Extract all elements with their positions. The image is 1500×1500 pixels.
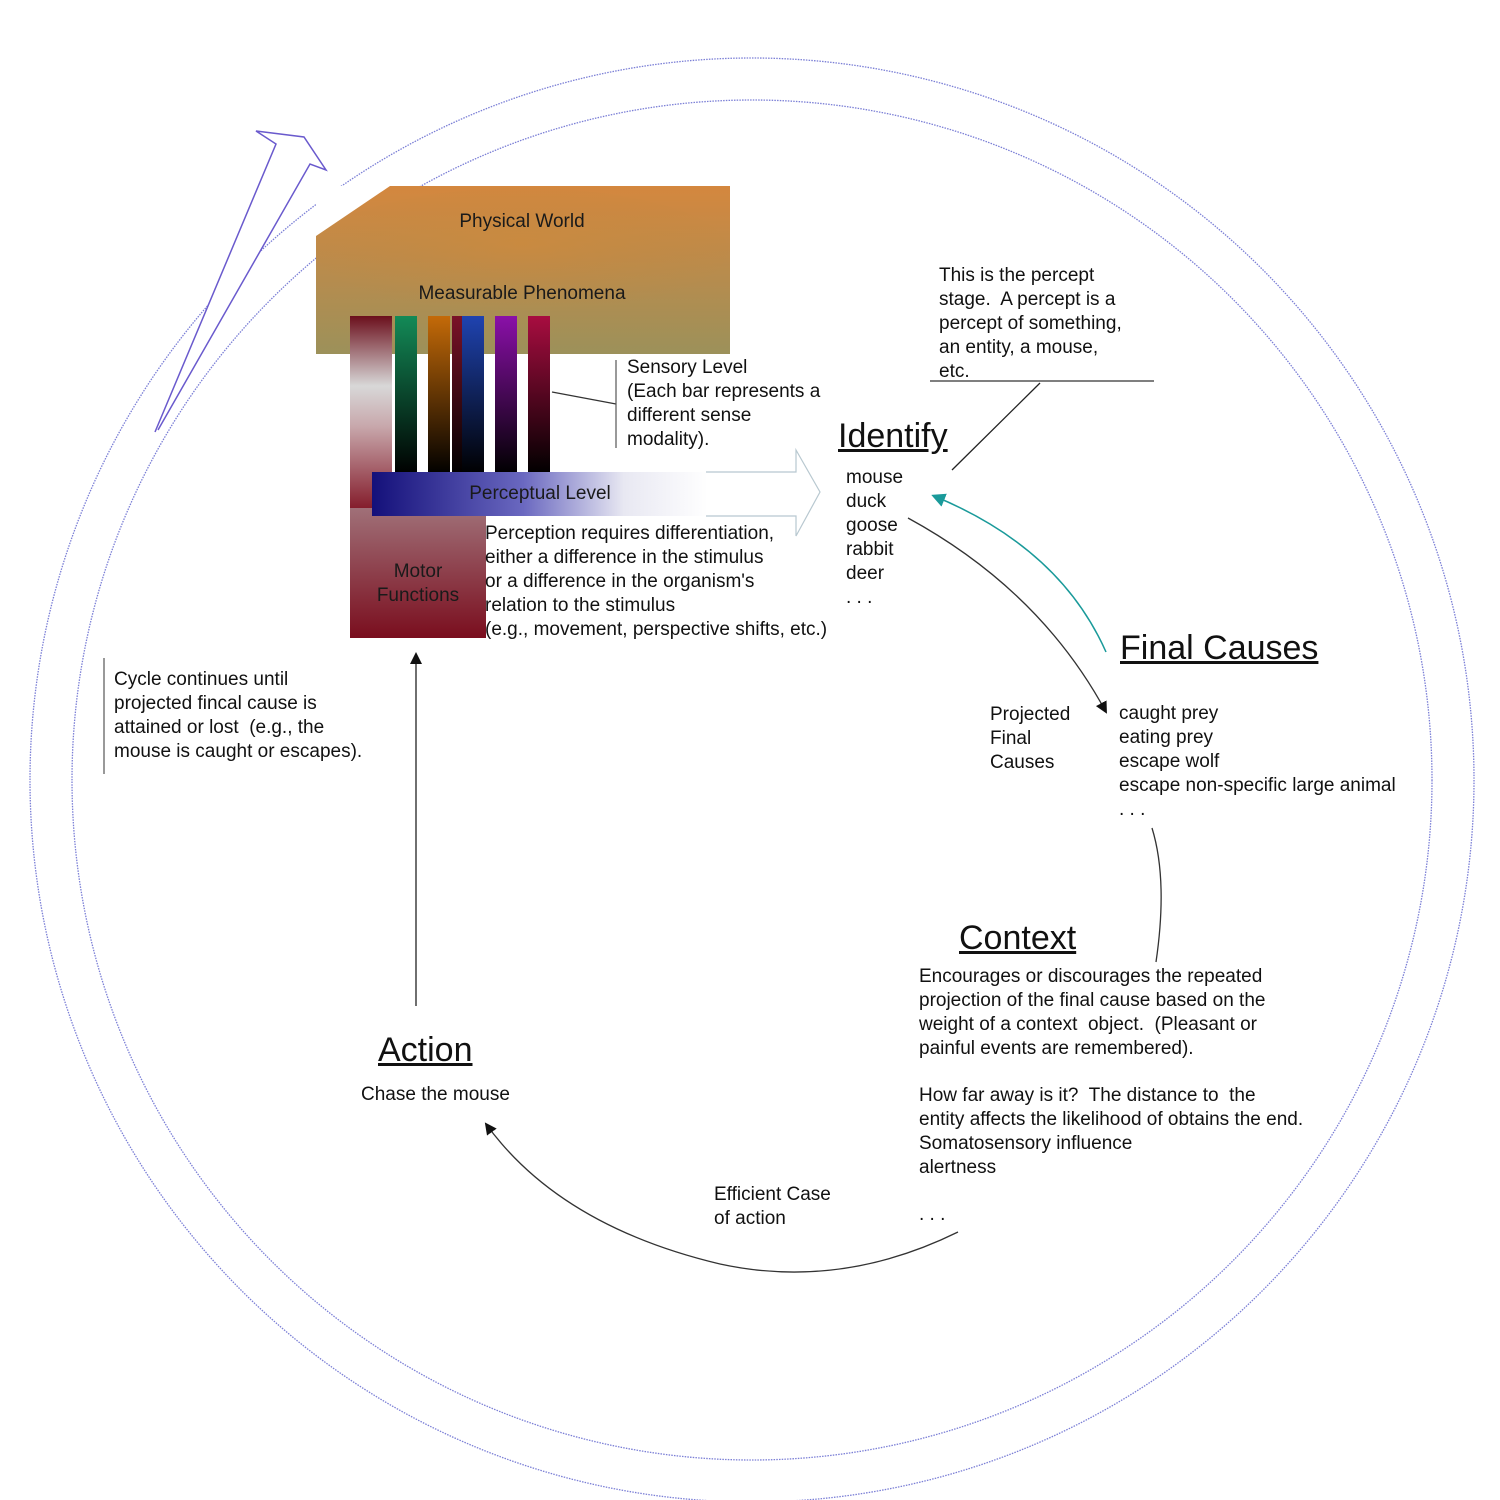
motor-label-line: Motor [393,561,443,582]
sensory-note-line: (Each bar represents a [627,381,821,402]
percept-note-line: etc. [939,361,970,382]
context-line [919,1061,1303,1084]
cycle-note-line: attained or lost (e.g., the [114,717,325,738]
perception-note-line: either a difference in the stimulus [485,547,764,568]
perception-note-line: or a difference in the organism's [485,571,755,592]
projected-label-line: Final [990,728,1032,749]
inner-cycle-ring [71,99,1433,1461]
context-line: painful events are remembered). [919,1038,1194,1059]
identify-heading: Identify [838,417,948,455]
identify-item: rabbit [846,539,894,560]
projected-final-causes-label: Projected Final Causes [990,703,1070,775]
physical-world-label: Physical World [459,211,585,232]
final-cause-item: eating prey [1119,727,1214,748]
action-heading: Action [378,1031,473,1069]
sensory-note-line: different sense [627,405,752,426]
sensory-bar-2 [428,316,450,474]
projected-label-line: Projected [990,704,1071,725]
context-description: Encourages or discourages the repeated p… [919,965,1303,1227]
final-cause-item: escape wolf [1119,751,1220,772]
cycle-continues-note: Cycle continues until projected fincal c… [114,668,362,764]
identify-item: goose [846,515,898,536]
cycle-note-line: projected fincal cause is [114,693,317,714]
sensory-bar-1 [395,316,417,474]
perceptual-arrow [372,447,821,537]
percept-stage-note: This is the percept stage. A percept is … [939,264,1122,384]
efficient-cause-label: Efficient Case of action [714,1183,831,1231]
outer-cycle-ring [29,57,1475,1500]
motor-functions-box [350,508,486,638]
percept-note-line: stage. A percept is a [939,289,1116,310]
percept-leader-line [951,382,1041,471]
perception-note-line: relation to the stimulus [485,595,676,616]
sensory-level-note: Sensory Level (Each bar represents a dif… [627,356,820,452]
arrow-final-causes-to-context [1151,827,1162,963]
arrow-final-causes-to-identify [931,493,1107,653]
motor-functions-label: Motor Functions [350,560,486,608]
efficient-cause-line: of action [714,1208,786,1229]
sensory-bars [395,316,550,474]
context-line: alertness [919,1157,997,1178]
cycle-arrowhead [154,130,328,433]
context-line: Encourages or discourages the repeated [919,966,1263,987]
context-heading: Context [959,919,1077,957]
identify-list: mouse duck goose rabbit deer . . . [846,466,903,610]
perception-note-line: (e.g., movement, perspective shifts, etc… [485,619,828,640]
projected-label-line: Causes [990,752,1055,773]
perception-note-line: Perception requires differentiation, [485,523,775,544]
motor-label-line: Functions [376,585,460,606]
cycle-note-line: mouse is caught or escapes). [114,741,363,762]
sensory-note-line: modality). [627,429,710,450]
action-subtitle: Chase the mouse [361,1084,510,1105]
identify-item: deer [846,563,885,584]
arrow-context-to-action [484,1122,959,1273]
identify-item: duck [846,491,887,512]
context-line: entity affects the likelihood of obtains… [919,1109,1304,1130]
context-line: . . . [919,1204,946,1225]
final-cause-item: escape non-specific large animal [1119,775,1396,796]
percept-note-line: This is the percept [939,265,1095,286]
sensory-leader-line [551,391,617,405]
sensory-bar-6 [528,316,550,474]
context-line: weight of a context object. (Pleasant or [919,1014,1257,1035]
context-line: Somatosensory influence [919,1133,1133,1154]
measurable-phenomena-label: Measurable Phenomena [418,283,626,304]
context-line [919,1180,1303,1203]
arrow-identify-to-final-causes [907,517,1107,714]
efficient-cause-line: Efficient Case [714,1184,831,1205]
identify-item: . . . [846,587,873,608]
cycle-note-line: Cycle continues until [114,669,289,690]
percept-note-line: percept of something, [939,313,1122,334]
final-cause-item: . . . [1119,799,1146,820]
final-causes-list: caught prey eating prey escape wolf esca… [1119,702,1396,822]
sensory-bar-4 [462,316,484,474]
context-line: How far away is it? The distance to the [919,1085,1256,1106]
perception-note: Perception requires differentiation, eit… [485,522,827,642]
percept-note-line: an entity, a mouse, [939,337,1099,358]
final-causes-heading: Final Causes [1120,629,1319,667]
context-line: projection of the final cause based on t… [919,990,1266,1011]
identify-item: mouse [846,467,904,488]
sensory-bar-5 [495,316,517,474]
final-cause-item: caught prey [1119,703,1219,724]
perceptual-level-label: Perceptual Level [469,483,611,504]
sensory-bar-3 [452,316,462,474]
sensory-note-line: Sensory Level [627,357,748,378]
